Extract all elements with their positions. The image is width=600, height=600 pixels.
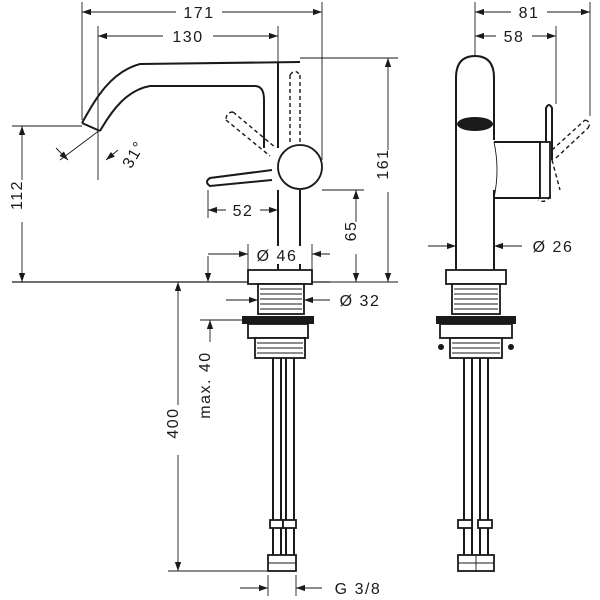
dim-depth: 81 — [474, 2, 591, 116]
dim-body-diameter-label: Ø 46 — [257, 248, 298, 265]
side-supply-hoses — [457, 358, 495, 572]
dim-handle-height: 65 — [322, 189, 365, 282]
dim-lever-offset-label: 52 — [233, 203, 254, 220]
front-view: 171 130 31° 112 — [9, 2, 398, 598]
dim-spout-reach-label: 130 — [172, 29, 203, 46]
side-threaded-shank — [451, 283, 501, 315]
fixing-nut — [242, 316, 314, 359]
dim-spout-diameter: Ø 26 — [428, 239, 574, 256]
dim-lever-offset: 52 — [207, 190, 279, 220]
dim-angle: 31° — [12, 125, 149, 171]
side-view: 81 58 Ø 26 — [428, 2, 591, 572]
dim-total-height: 161 — [300, 57, 398, 283]
dim-total-height-label: 161 — [375, 148, 392, 179]
dim-handle-height-label: 65 — [343, 221, 360, 242]
dim-spout-reach: 130 — [97, 26, 279, 180]
threaded-shank — [257, 283, 305, 315]
side-fixing-nut — [436, 316, 516, 359]
dim-connection-label: G 3/8 — [335, 581, 382, 598]
lever-alt-position — [225, 70, 301, 157]
dim-connection: G 3/8 — [240, 575, 382, 598]
spout — [81, 61, 301, 148]
dim-max-thickness-label: max. 40 — [197, 351, 214, 418]
dim-spout-height: 112 — [9, 126, 31, 282]
dim-hose-length-label: 400 — [165, 407, 182, 438]
supply-hoses — [267, 358, 297, 572]
dim-spout-diameter-label: Ø 26 — [533, 239, 574, 256]
dim-thread-diameter: Ø 32 — [226, 293, 381, 310]
dim-hose-length: 400 — [165, 282, 268, 572]
dim-overall-width: 171 — [81, 2, 323, 160]
dim-spout-height-label: 112 — [9, 180, 26, 210]
dim-depth-label: 81 — [519, 5, 540, 22]
side-lever-body — [493, 104, 591, 203]
dim-lever-depth-label: 58 — [504, 29, 525, 46]
dim-max-thickness: max. 40 — [197, 319, 242, 419]
base-flange — [247, 269, 313, 285]
side-spout-tube — [455, 54, 495, 270]
dim-body-diameter: Ø 46 — [204, 244, 330, 282]
lever-handle — [206, 144, 323, 190]
dim-angle-label: 31° — [120, 138, 149, 171]
side-base-flange — [445, 269, 507, 285]
dim-thread-diameter-label: Ø 32 — [340, 293, 381, 310]
dim-overall-width-label: 171 — [183, 5, 214, 22]
dim-lever-depth: 58 — [475, 26, 557, 104]
